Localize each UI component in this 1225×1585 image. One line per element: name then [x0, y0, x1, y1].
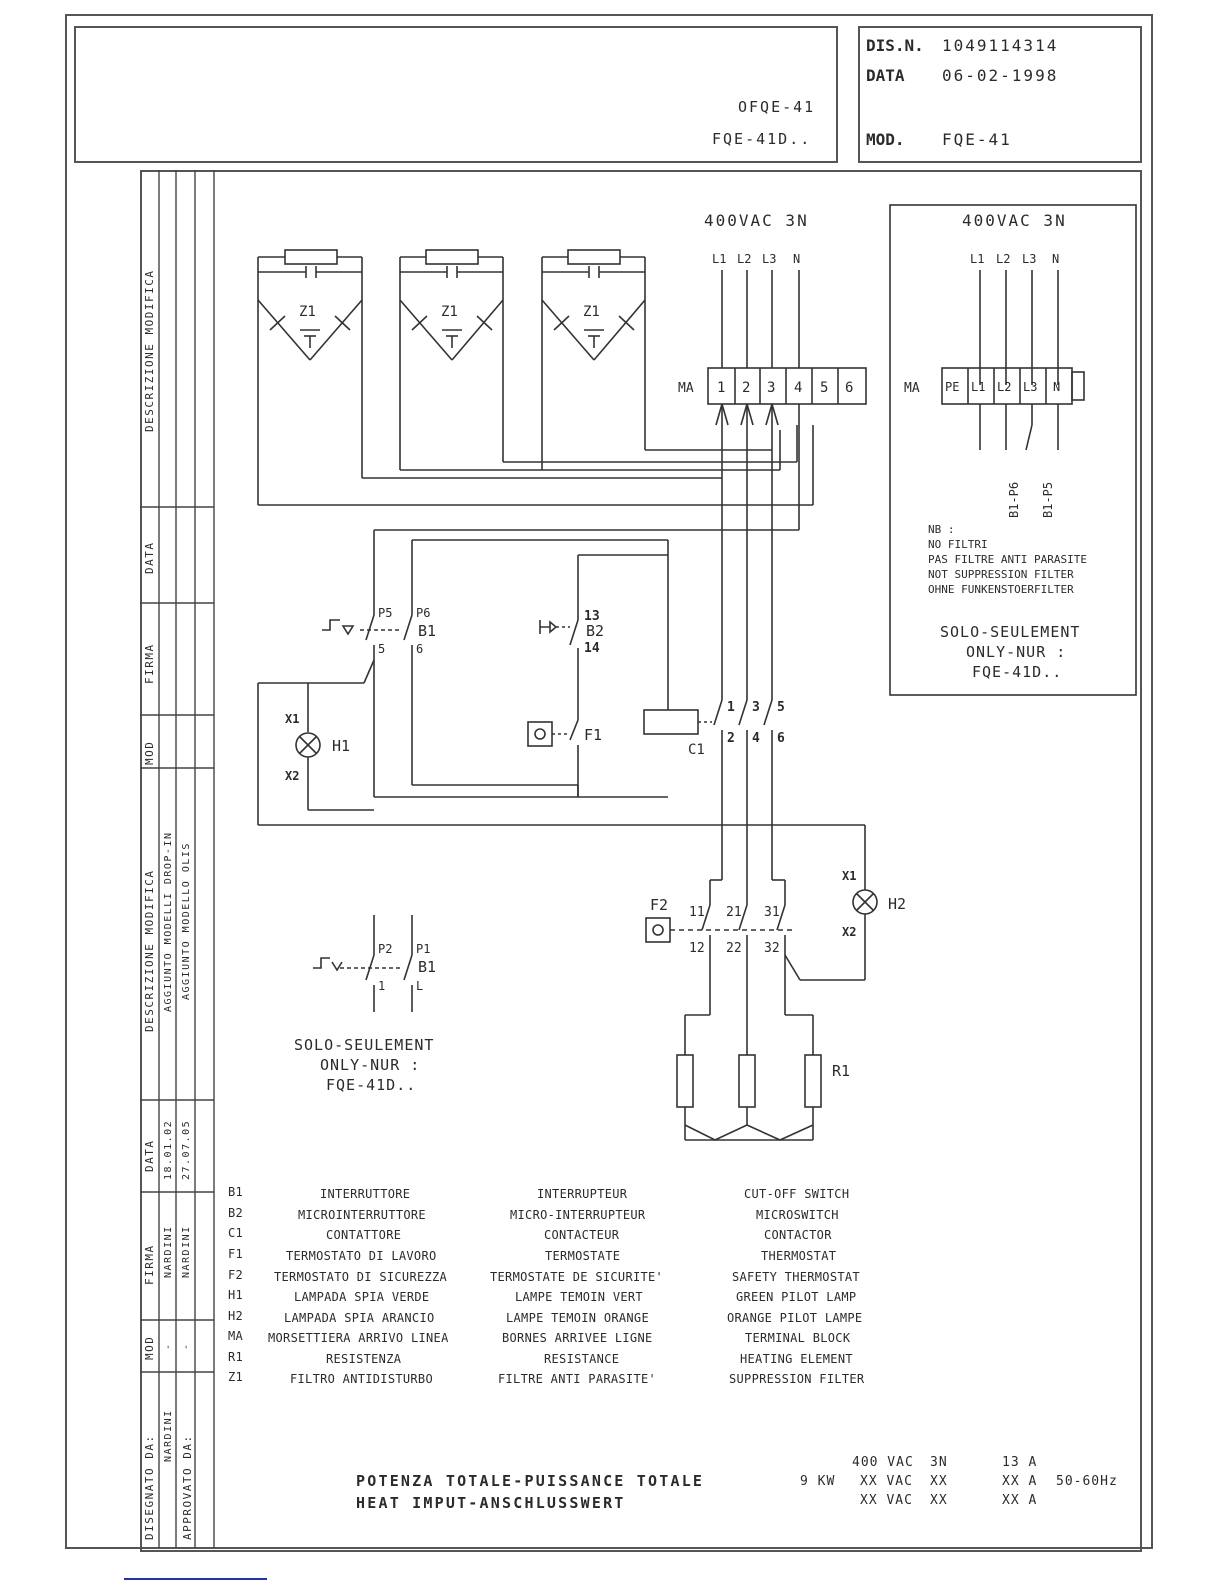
legend-fr: MICRO-INTERRUPTEUR: [510, 1208, 646, 1222]
power-volt: XX VAC: [860, 1474, 913, 1489]
power-amp: 13 A: [1002, 1455, 1038, 1470]
legend-it: FILTRO ANTIDISTURBO: [290, 1372, 433, 1386]
legend-code: B1: [228, 1185, 244, 1199]
legend-fr: LAMPE TEMOIN VERT: [515, 1290, 643, 1304]
rev-row1-data: 18.01.02: [163, 1119, 174, 1180]
rev-header-firma-top: FIRMA: [143, 643, 156, 684]
rev-header-mod-top: MOD: [143, 740, 156, 765]
legend-code: H1: [228, 1288, 244, 1302]
legend-en: ORANGE PILOT LAMPE: [727, 1311, 863, 1325]
sheet-border: [65, 14, 1153, 1549]
power-amp: XX A: [1002, 1474, 1038, 1489]
legend-en: THERMOSTAT: [761, 1249, 837, 1263]
drawing-number: 1049114314: [942, 36, 1059, 55]
legend-en: GREEN PILOT LAMP: [736, 1290, 857, 1304]
rev-row1-mod: -: [163, 1342, 174, 1350]
legend-en: MICROSWITCH: [756, 1208, 839, 1222]
legend-it: MORSETTIERA ARRIVO LINEA: [268, 1331, 449, 1345]
power-phase: XX: [930, 1493, 948, 1508]
legend-fr: LAMPE TEMOIN ORANGE: [506, 1311, 649, 1325]
legend-it: INTERRUTTORE: [320, 1187, 411, 1201]
model-label: MOD.: [866, 130, 905, 149]
legend-en: SAFETY THERMOSTAT: [732, 1270, 860, 1284]
rev-row2-data: 27.07.05: [181, 1119, 192, 1180]
date-label: DATA: [866, 66, 905, 85]
drawn-by-label: DISEGNATO DA:: [143, 1434, 156, 1540]
legend-it: TERMOSTATO DI SICUREZZA: [274, 1270, 448, 1284]
rev-header-firma: FIRMA: [143, 1244, 156, 1285]
legend-code: C1: [228, 1226, 244, 1240]
legend-it: MICROINTERRUTTORE: [298, 1208, 426, 1222]
legend-code: H2: [228, 1309, 244, 1323]
legend-it: RESISTENZA: [326, 1352, 402, 1366]
legend-fr: TERMOSTATE: [545, 1249, 621, 1263]
legend-code: F1: [228, 1247, 244, 1261]
approved-by-label: APPROVATO DA:: [181, 1434, 194, 1540]
drawing-info-box: [858, 26, 1142, 163]
legend-it: TERMOSTATO DI LAVORO: [286, 1249, 437, 1263]
legend-en: SUPPRESSION FILTER: [729, 1372, 865, 1386]
power-freq: 50-60Hz: [1056, 1474, 1118, 1489]
model-line-2: FQE-41D..: [712, 130, 812, 148]
legend-code: F2: [228, 1268, 244, 1282]
legend-it: LAMPADA SPIA VERDE: [294, 1290, 430, 1304]
date-value: 06-02-1998: [942, 66, 1059, 85]
legend-it: CONTATTORE: [326, 1228, 402, 1242]
rev-row2-descr: AGGIUNTO MODELLO OLIS: [181, 842, 192, 1000]
legend-fr: INTERRUPTEUR: [537, 1187, 628, 1201]
legend-en: TERMINAL BLOCK: [745, 1331, 851, 1345]
drawing-frame: [140, 170, 1142, 1552]
legend-en: HEATING ELEMENT: [740, 1352, 853, 1366]
rev-header-mod: MOD: [143, 1335, 156, 1360]
model-line-1: OFQE-41: [738, 98, 816, 116]
legend-code: B2: [228, 1206, 244, 1220]
legend-fr: CONTACTEUR: [544, 1228, 620, 1242]
page-link-underline[interactable]: [124, 1578, 267, 1580]
rev-row1-descr: AGGIUNTO MODELLI DROP-IN: [163, 831, 174, 1013]
legend-fr: BORNES ARRIVEE LIGNE: [502, 1331, 653, 1345]
legend-it: LAMPADA SPIA ARANCIO: [284, 1311, 435, 1325]
power-kw: 9 KW: [800, 1474, 836, 1489]
drawn-by: NARDINI: [163, 1409, 174, 1462]
rev-header-data-top: DATA: [143, 541, 156, 575]
legend-en: CUT-OFF SWITCH: [744, 1187, 850, 1201]
power-phase: 3N: [930, 1455, 948, 1470]
legend-code: Z1: [228, 1370, 244, 1384]
legend-fr: FILTRE ANTI PARASITE': [498, 1372, 657, 1386]
power-title-1: POTENZA TOTALE-PUISSANCE TOTALE: [356, 1472, 705, 1490]
power-phase: XX: [930, 1474, 948, 1489]
drawing-number-label: DIS.N.: [866, 36, 924, 55]
legend-fr: TERMOSTATE DE SICURITE': [490, 1270, 664, 1284]
legend-code: MA: [228, 1329, 244, 1343]
rev-header-data: DATA: [143, 1139, 156, 1173]
legend-en: CONTACTOR: [764, 1228, 832, 1242]
model-title-box: [74, 26, 838, 163]
rev-row2-firma: NARDINI: [181, 1225, 192, 1278]
power-volt: XX VAC: [860, 1493, 913, 1508]
model-value: FQE-41: [942, 130, 1012, 149]
power-volt: 400 VAC: [852, 1455, 914, 1470]
rev-row1-firma: NARDINI: [163, 1225, 174, 1278]
legend-code: R1: [228, 1350, 244, 1364]
power-title-2: HEAT IMPUT-ANSCHLUSSWERT: [356, 1494, 626, 1512]
power-amp: XX A: [1002, 1493, 1038, 1508]
rev-header-descr-top: DESCRIZIONE MODIFICA: [143, 269, 156, 432]
rev-row2-mod: -: [181, 1342, 192, 1350]
rev-header-descr: DESCRIZIONE MODIFICA: [143, 869, 156, 1032]
legend-fr: RESISTANCE: [544, 1352, 620, 1366]
